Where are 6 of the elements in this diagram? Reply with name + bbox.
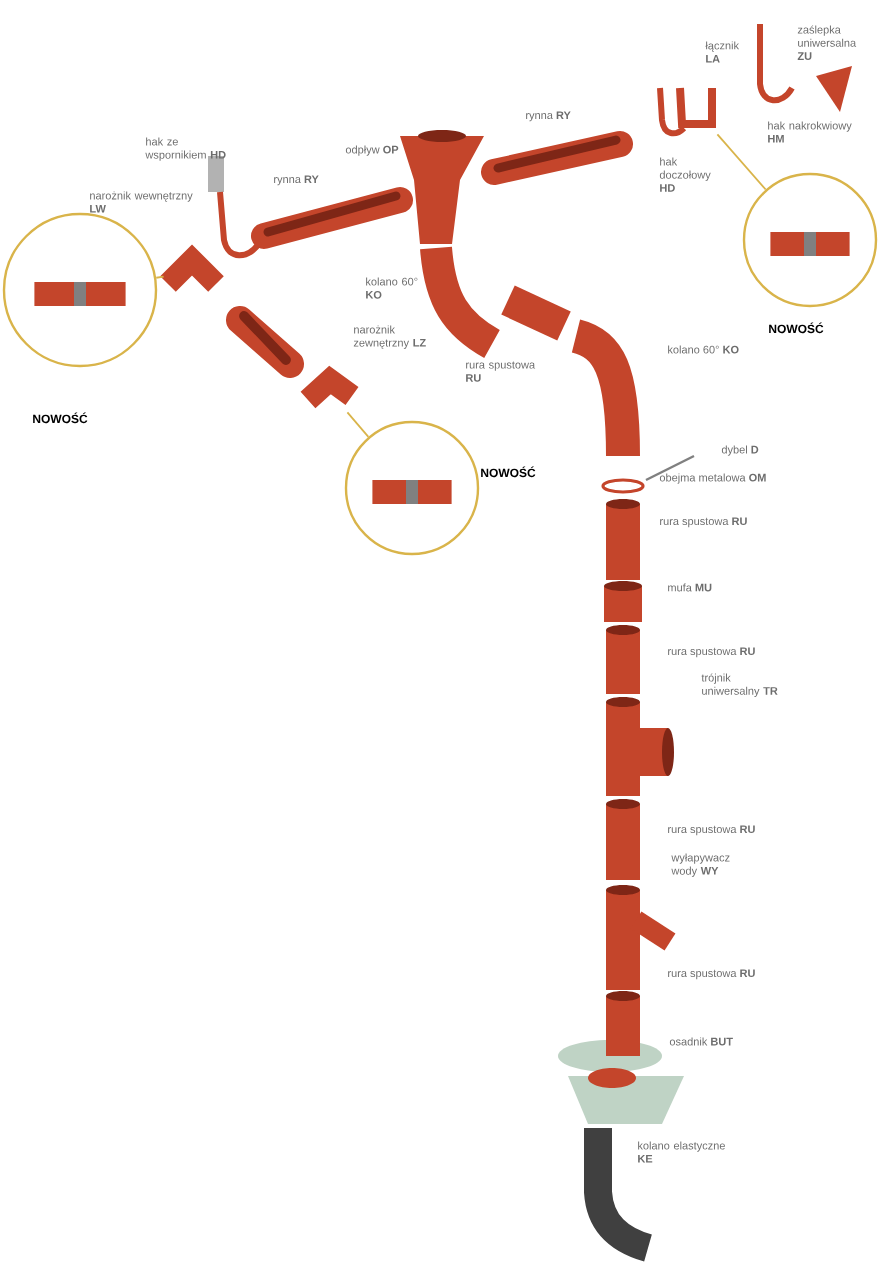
leader-line — [716, 133, 767, 191]
leader-line — [346, 411, 370, 438]
gutter-corner-drawing — [300, 365, 359, 409]
leader-line — [155, 275, 165, 279]
gutter-corner-drawing — [160, 244, 224, 292]
gutter-corner-drawing — [676, 87, 716, 128]
